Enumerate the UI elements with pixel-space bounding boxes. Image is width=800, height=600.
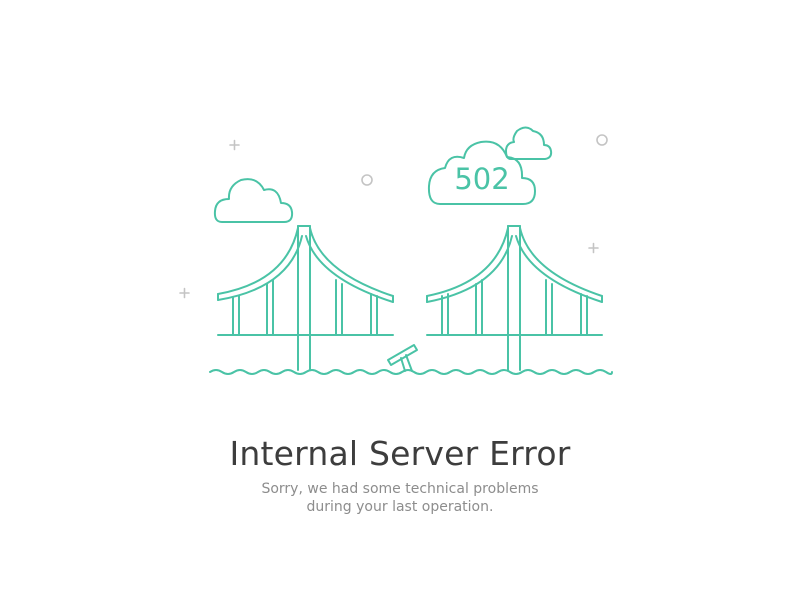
small-cloud-icon	[505, 126, 553, 160]
error-code: 502	[454, 162, 509, 196]
error-message-line: during your last operation.	[306, 499, 494, 515]
error-message: Sorry, we had some technical problems du…	[0, 480, 800, 516]
circle-sparkle-icon	[361, 174, 373, 186]
right-bridge-icon	[426, 225, 603, 371]
page-title: Internal Server Error	[229, 434, 571, 473]
error-message-line: Sorry, we had some technical problems	[261, 481, 539, 497]
plus-sparkle-icon	[229, 139, 240, 151]
left-bridge-icon	[217, 225, 394, 371]
plus-sparkle-icon	[179, 287, 190, 299]
broken-bridge-illustration: 502	[179, 126, 613, 375]
sunken-debris-icon	[387, 344, 418, 372]
water-waves-icon	[209, 369, 613, 375]
plus-sparkle-icon	[588, 242, 599, 254]
circle-sparkle-icon	[596, 134, 608, 146]
error-code-cloud-icon	[427, 140, 536, 205]
cloud-icon	[213, 178, 294, 223]
